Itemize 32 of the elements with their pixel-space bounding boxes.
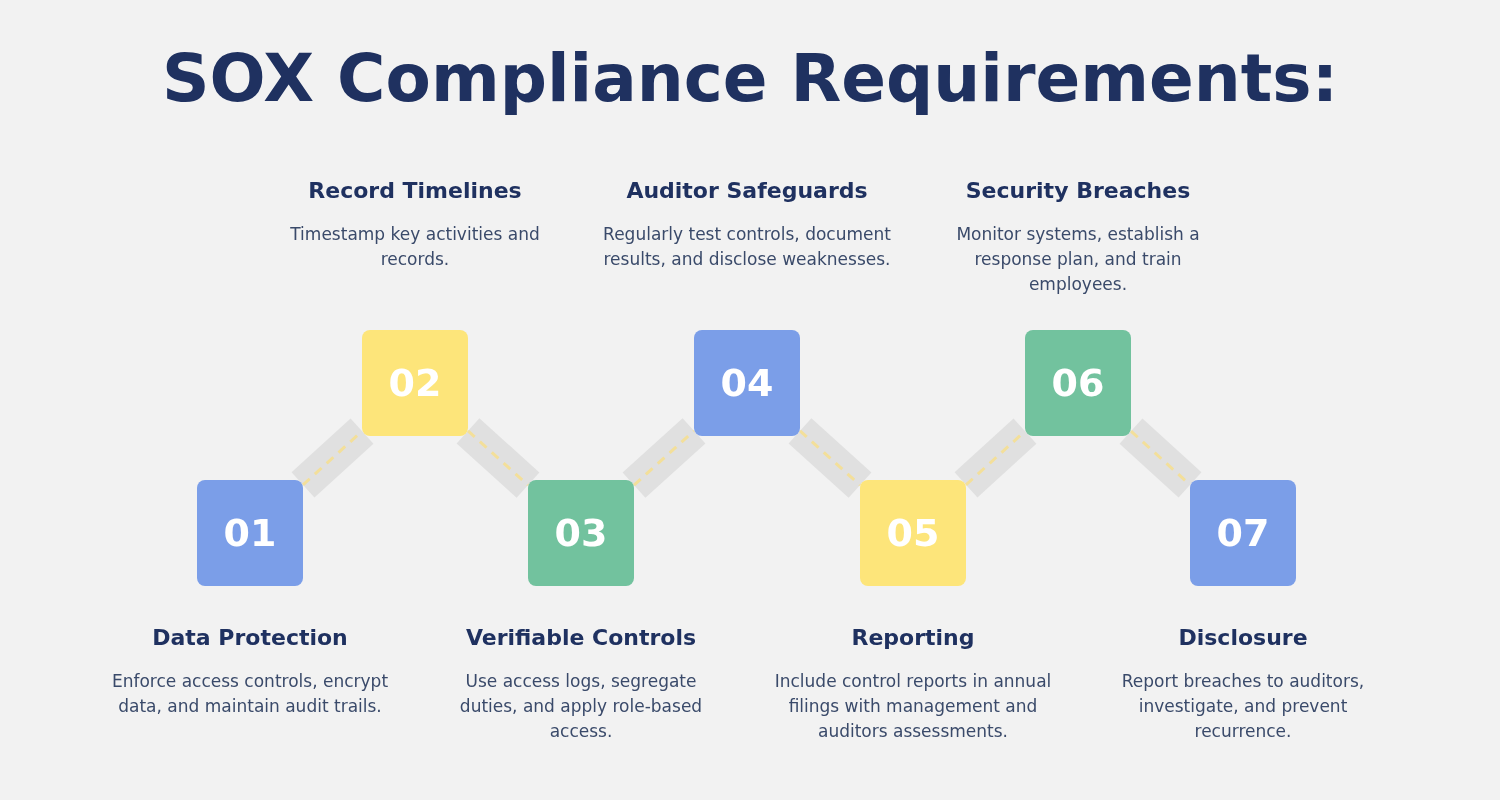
dashed-line xyxy=(799,429,861,487)
step-number: 01 xyxy=(223,511,277,555)
number-tile xyxy=(197,480,303,586)
step-heading: Security Breaches xyxy=(965,178,1191,203)
dashed-line xyxy=(467,429,529,487)
number-tile xyxy=(860,480,966,586)
step-number: 05 xyxy=(886,511,940,555)
step-description: Monitor systems, establish a response plan, and train employees. xyxy=(955,223,1201,296)
step-number: 04 xyxy=(720,361,774,405)
step-heading: Disclosure xyxy=(1178,625,1308,650)
step-description: Enforce access controls, encrypt data, and maintain audit trails. xyxy=(110,670,390,718)
dashed-line xyxy=(633,429,695,487)
title: SOX Compliance Requirements: xyxy=(161,40,1339,117)
step-description: Report breaches to auditors, investigate, and prevent recurrence. xyxy=(1120,670,1366,743)
step-heading: Record Timelines xyxy=(308,178,522,203)
step-description: Use access logs, segregate duties, and apply role-based access. xyxy=(458,670,704,743)
number-tile xyxy=(694,330,800,436)
step-heading: Verifiable Controls xyxy=(465,625,697,650)
number-tile xyxy=(1190,480,1296,586)
number-tile xyxy=(528,480,634,586)
step-description: Timestamp key activities and records. xyxy=(289,223,541,271)
step-heading: Data Protection xyxy=(152,625,348,650)
step-number: 06 xyxy=(1051,361,1105,405)
step-description: Regularly test controls, document results, and disclose weaknesses. xyxy=(602,223,892,271)
step-description: Include control reports in annual filings with management and auditors assessments. xyxy=(773,670,1053,743)
step-number: 07 xyxy=(1216,511,1270,555)
step-heading: Auditor Safeguards xyxy=(626,178,868,203)
step-number: 02 xyxy=(388,361,442,405)
number-tile xyxy=(1025,330,1131,436)
step-number: 03 xyxy=(554,511,608,555)
step-heading: Reporting xyxy=(851,625,975,650)
number-tile xyxy=(362,330,468,436)
